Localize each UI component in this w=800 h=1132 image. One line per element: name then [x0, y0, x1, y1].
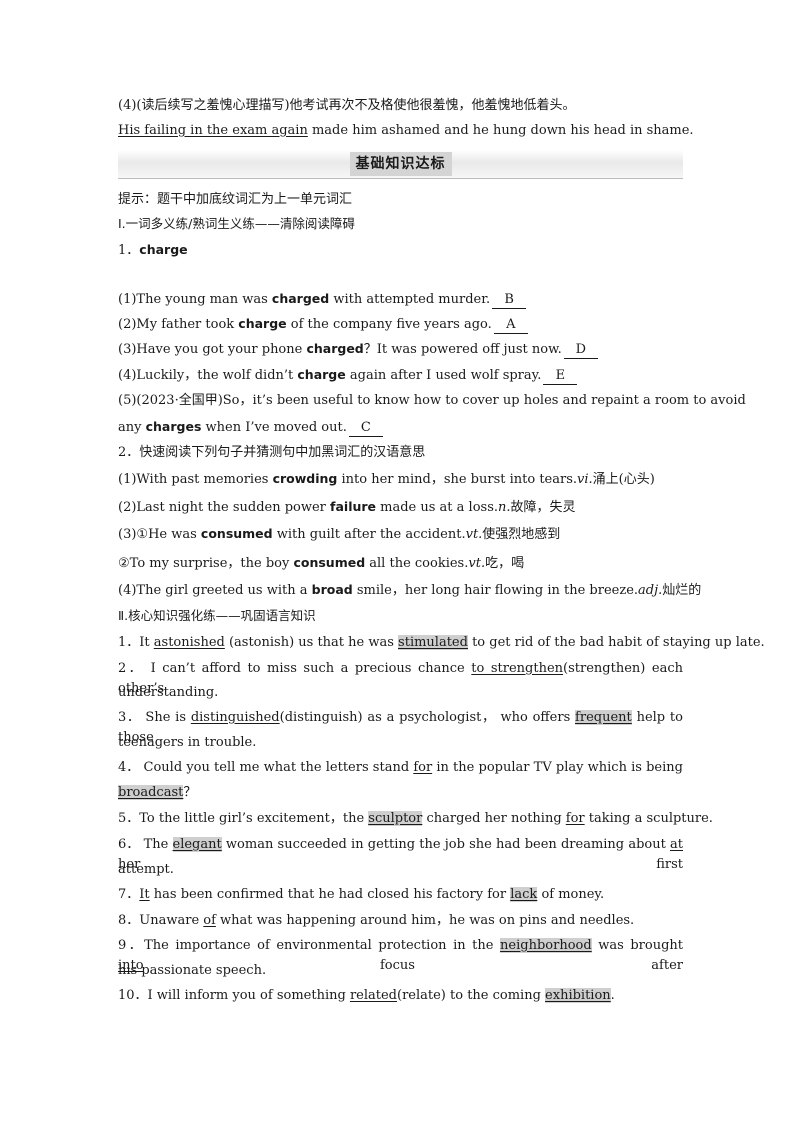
charge-q3: (3)Have you got your phone charged？It wa… [118, 339, 683, 360]
guess-q5: (4)The girl greeted us with a broad smil… [118, 582, 702, 598]
charge-q1: (1)The young man was charged with attemp… [118, 289, 683, 310]
fill-s3-line1: 3． She is distinguished(distinguish) as … [118, 710, 683, 745]
charge-q5-line1: (5)(2023·全国甲)So，it’s been useful to know… [118, 393, 746, 408]
charge-q5-line2: any charges when I’ve moved out.C [118, 417, 683, 438]
fill-s6-line1: 6． The elegant woman succeeded in gettin… [118, 837, 683, 872]
tip-text: 提示：题干中加底纹词汇为上一单元词汇 [118, 192, 353, 207]
charge-q2: (2)My father took charge of the company … [118, 314, 683, 335]
answer-blank: A [493, 317, 528, 334]
item1-heading: 1．charge [118, 242, 188, 258]
intro-answer: His failing in the exam again made him a… [118, 123, 694, 138]
guess-q1: (1)With past memories crowding into her … [118, 471, 655, 487]
fill-s1: 1．It astonished (astonish) us that he wa… [118, 635, 765, 650]
fill-s4-line1: 4． Could you tell me what the letters st… [118, 760, 683, 775]
answer-blank: D [563, 342, 598, 359]
charge-q4: (4)Luckily，the wolf didn’t charge again … [118, 365, 683, 386]
answer-blank: E [543, 368, 578, 385]
guess-q3: (3)①He was consumed with guilt after the… [118, 526, 561, 542]
fill-s5: 5．To the little girl’s excitement，the sc… [118, 811, 713, 826]
fill-s3-line2: teenagers in trouble. [118, 735, 257, 750]
fill-s2-line1: 2． I can’t afford to miss such a preciou… [118, 661, 683, 696]
section-banner: 基础知识达标 [118, 150, 683, 179]
item2-heading: 2．快速阅读下列句子并猜测句中加黑词汇的汉语意思 [118, 445, 426, 460]
fill-s8: 8．Unaware of what was happening around h… [118, 913, 635, 928]
fill-s4-line2: broadcast？ [118, 785, 197, 800]
section1-heading: Ⅰ.一词多义练/熟词生义练——清除阅读障碍 [118, 216, 355, 231]
section2-heading: Ⅱ.核心知识强化练——巩固语言知识 [118, 608, 316, 623]
fill-s10: 10．I will inform you of something relate… [118, 988, 615, 1003]
fill-s9-line1: 9．The importance of environmental protec… [118, 938, 684, 973]
fill-s9-line2: his passionate speech. [118, 963, 267, 978]
fill-s6-line2: attempt. [118, 862, 174, 877]
intro-prompt: (4)(读后续写之羞愧心理描写)他考试再次不及格使他很羞愧，他羞愧地低着头。 [118, 98, 576, 113]
guess-q4: ②To my surprise，the boy consumed all the… [118, 555, 525, 571]
answer-blank: B [492, 292, 527, 309]
fill-s7: 7．It has been confirmed that he had clos… [118, 887, 605, 902]
guess-q2: (2)Last night the sudden power failure m… [118, 499, 576, 515]
fill-s2-line2: understanding. [118, 685, 219, 700]
banner-title: 基础知识达标 [349, 152, 452, 176]
answer-blank: C [348, 420, 383, 437]
